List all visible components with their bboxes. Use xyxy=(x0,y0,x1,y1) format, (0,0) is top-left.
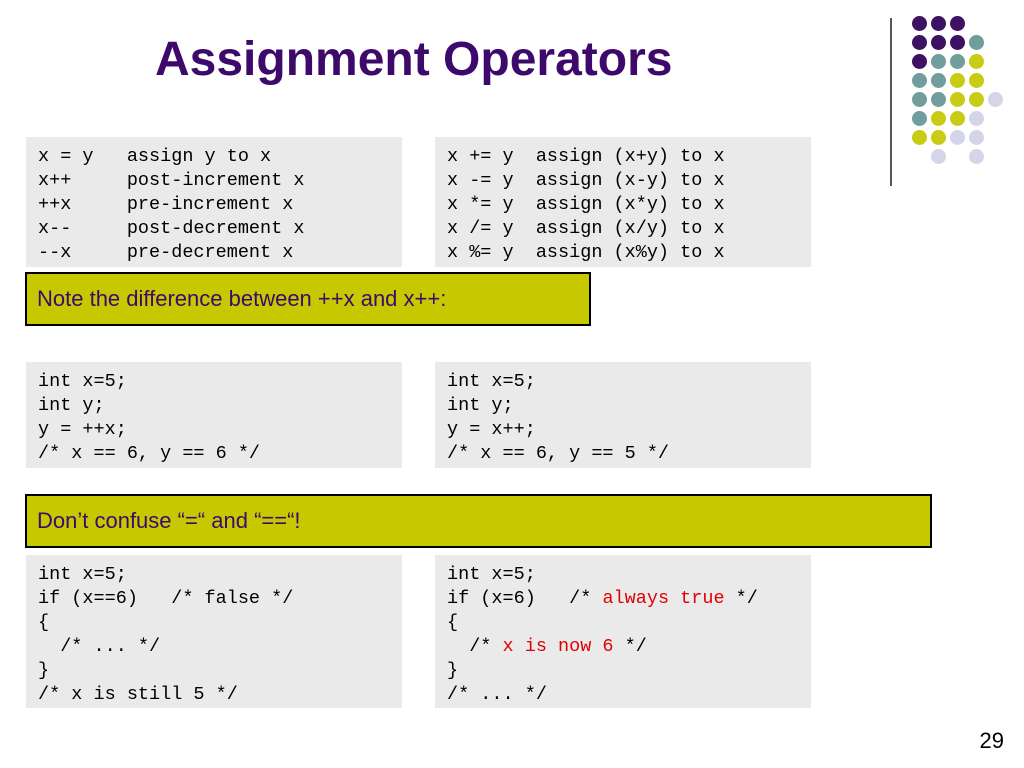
decor-dot xyxy=(931,73,946,88)
code-line: --x pre-decrement x xyxy=(38,242,294,263)
code-line: x /= y assign (x/y) to x xyxy=(447,218,725,239)
note-text: Don’t confuse “=“ and “==“! xyxy=(37,508,301,533)
assignment-example: int x=5; if (x=6) /* always true */ { /*… xyxy=(435,555,811,708)
code-text: if (x=6) /* xyxy=(447,588,603,609)
decor-dot xyxy=(912,92,927,107)
post-increment-example: int x=5; int y; y = x++; /* x == 6, y ==… xyxy=(435,362,811,468)
highlighted-comment: always true xyxy=(602,588,725,609)
code-line: y = x++; xyxy=(447,419,536,440)
decor-dot xyxy=(912,16,927,31)
decor-dot xyxy=(969,73,984,88)
decor-dot xyxy=(931,92,946,107)
decor-dot xyxy=(950,92,965,107)
note-assignment-vs-equality: Don’t confuse “=“ and “==“! xyxy=(25,494,932,548)
decor-dot xyxy=(950,54,965,69)
decor-dot xyxy=(950,130,965,145)
decor-dot xyxy=(912,111,927,126)
decor-dot xyxy=(912,130,927,145)
note-text: Note the difference between ++x and x++: xyxy=(37,286,447,311)
decor-dot xyxy=(969,35,984,50)
decor-dot xyxy=(912,73,927,88)
decor-dot xyxy=(931,149,946,164)
code-line: x += y assign (x+y) to x xyxy=(447,146,725,167)
code-line: /* x == 6, y == 6 */ xyxy=(38,443,261,464)
highlighted-comment: x is now 6 xyxy=(502,636,614,657)
decor-dot xyxy=(912,35,927,50)
code-line: x %= y assign (x%y) to x xyxy=(447,242,725,263)
decor-dot xyxy=(912,54,927,69)
code-line: int x=5; xyxy=(38,564,127,585)
code-line: int x=5; xyxy=(447,371,536,392)
divider-line xyxy=(890,18,892,186)
pre-increment-example: int x=5; int y; y = ++x; /* x == 6, y ==… xyxy=(26,362,402,468)
code-line: } xyxy=(447,660,459,681)
decor-dot xyxy=(931,130,946,145)
code-line: if (x=6) /* always true */ xyxy=(447,587,799,611)
code-line: /* ... */ xyxy=(447,684,547,705)
code-line: /* ... */ xyxy=(38,636,161,657)
code-line: if (x==6) /* false */ xyxy=(38,588,294,609)
decor-dot xyxy=(931,35,946,50)
code-text: */ xyxy=(724,588,758,609)
decor-dot xyxy=(969,149,984,164)
code-text: */ xyxy=(613,636,647,657)
decor-dot xyxy=(988,92,1003,107)
code-line: int y; xyxy=(38,395,105,416)
slide-title: Assignment Operators xyxy=(155,33,673,86)
code-line: { xyxy=(38,612,50,633)
code-line: { xyxy=(447,612,459,633)
code-line: x -= y assign (x-y) to x xyxy=(447,170,725,191)
code-text: /* xyxy=(447,636,503,657)
code-line: /* x is still 5 */ xyxy=(38,684,238,705)
code-line: y = ++x; xyxy=(38,419,127,440)
code-line: ++x pre-increment x xyxy=(38,194,294,215)
equality-example: int x=5; if (x==6) /* false */ { /* ... … xyxy=(26,555,402,708)
decor-dot xyxy=(969,111,984,126)
slide-number: 29 xyxy=(979,728,1004,753)
decor-dot xyxy=(931,111,946,126)
decor-dot xyxy=(950,111,965,126)
decor-dot xyxy=(969,92,984,107)
code-line: x = y assign y to x xyxy=(38,146,272,167)
note-increment-difference: Note the difference between ++x and x++: xyxy=(25,272,591,326)
code-line: int y; xyxy=(447,395,514,416)
code-line: } xyxy=(38,660,50,681)
code-line: int x=5; xyxy=(447,564,536,585)
code-line: x *= y assign (x*y) to x xyxy=(447,194,725,215)
decor-dot xyxy=(950,35,965,50)
code-line: x++ post-increment x xyxy=(38,170,305,191)
decor-dot xyxy=(950,73,965,88)
code-line: /* x == 6, y == 5 */ xyxy=(447,443,670,464)
code-line: /* x is now 6 */ xyxy=(447,635,799,659)
compound-operators-box: x += y assign (x+y) to x x -= y assign (… xyxy=(435,137,811,267)
decor-dot xyxy=(969,130,984,145)
decor-dot xyxy=(950,16,965,31)
code-line: int x=5; xyxy=(38,371,127,392)
decor-dot xyxy=(931,54,946,69)
decor-dot xyxy=(931,16,946,31)
code-line: x-- post-decrement x xyxy=(38,218,305,239)
basic-operators-box: x = y assign y to x x++ post-increment x… xyxy=(26,137,402,267)
decor-dot xyxy=(969,54,984,69)
